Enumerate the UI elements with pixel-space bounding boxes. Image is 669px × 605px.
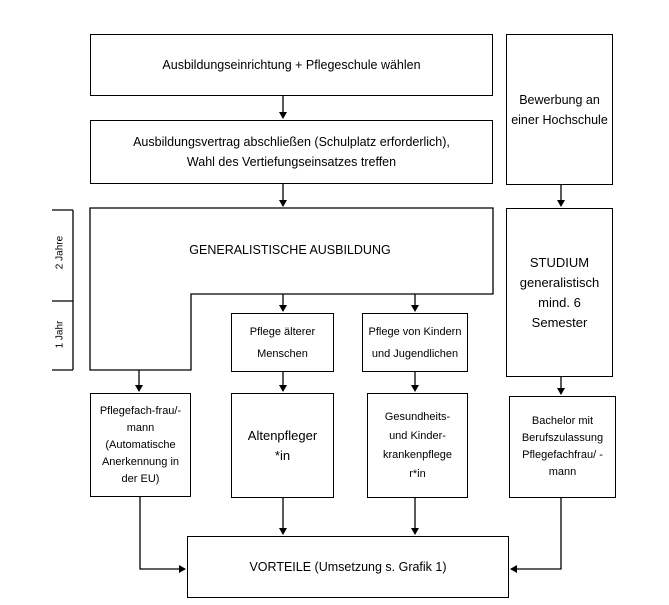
arrow-bachelor-vorteile: [510, 498, 562, 573]
box-vertrag: Ausbildungsvertrag abschließen (Schulpla…: [90, 120, 493, 184]
label-pflege-aeltere: Pflege älterer Menschen: [249, 325, 316, 360]
label-2-jahre: 2 Jahre: [54, 235, 66, 270]
label-altenpfleger: Altenpfleger *in: [247, 427, 318, 463]
box-gesundheits-kinderkrankenpfleger: Gesundheits- und Kinder-krankenpflege r*…: [367, 393, 468, 498]
label-bachelor: Bachelor mit Berufszulassung Pflegefachf…: [521, 415, 604, 478]
box-studium: STUDIUM generalistisch mind. 6 Semester: [506, 208, 613, 377]
box-vorteile: VORTEILE (Umsetzung s. Grafik 1): [187, 536, 509, 598]
label-pflege-kinder: Pflege von Kindern und Jugendlichen: [368, 325, 462, 360]
arrow-pflegefach-vorteile: [139, 497, 186, 573]
label-vertrag-line1: Ausbildungsvertrag abschließen (Schulpla…: [133, 135, 450, 149]
general-box-outline: [89, 207, 494, 371]
box-pflege-aeltere-menschen: Pflege älterer Menschen: [231, 313, 334, 372]
label-gesundheit: Gesundheits- und Kinder-krankenpflege r*…: [382, 410, 453, 480]
box-bewerbung-hochschule: Bewerbung an einer Hochschule: [506, 34, 613, 185]
label-studium: STUDIUM generalistisch mind. 6 Semester: [519, 254, 600, 330]
box-pflegefachfrau: Pflegefach-frau/-mann (Automatische Aner…: [90, 393, 191, 497]
label-vorteile: VORTEILE (Umsetzung s. Grafik 1): [249, 560, 447, 574]
label-pflegefachfrau: Pflegefach-frau/-mann (Automatische Aner…: [99, 404, 182, 485]
label-bewerbung: Bewerbung an einer Hochschule: [511, 92, 608, 127]
label-generalistische-ausbildung: GENERALISTISCHE AUSBILDUNG: [189, 243, 391, 257]
box-pflege-kinder: Pflege von Kindern und Jugendlichen: [362, 313, 468, 372]
label-1-jahr: 1 Jahr: [54, 320, 66, 349]
box-ausbildung-waehlen: Ausbildungseinrichtung + Pflegeschule wä…: [90, 34, 493, 96]
label-vertrag-line2: Wahl des Vertiefungseinsatzes treffen: [186, 155, 397, 169]
label-ausbildung-waehlen: Ausbildungseinrichtung + Pflegeschule wä…: [162, 58, 421, 72]
box-bachelor: Bachelor mit Berufszulassung Pflegefachf…: [509, 396, 616, 498]
box-altenpfleger: Altenpfleger *in: [231, 393, 334, 498]
